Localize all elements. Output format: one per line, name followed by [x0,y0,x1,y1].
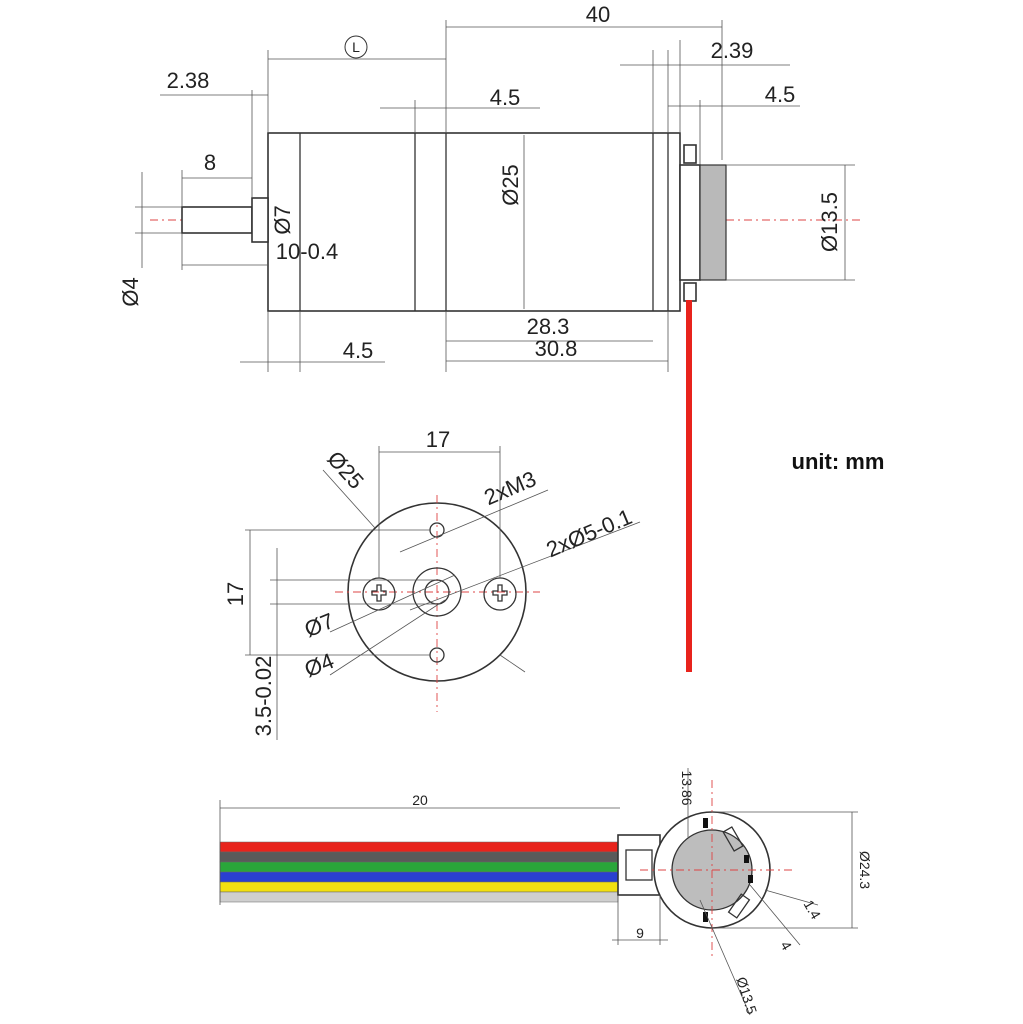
dim-40: 40 [586,2,610,27]
dim-2-39: 2.39 [711,38,754,63]
dim-17-top: 17 [426,427,450,452]
encoder-housing [679,164,701,281]
dim-phi25: Ø25 [322,446,368,494]
dim-20: 20 [412,792,428,808]
shaft-boss [251,197,269,243]
dim-13-86: 13.86 [679,770,695,805]
dim-phi25: Ø25 [498,164,523,206]
dim-17-left: 17 [223,582,248,606]
dim-phi24-3: Ø24.3 [857,851,873,889]
dim-phi7: Ø7 [270,205,295,234]
wire-4 [219,871,619,883]
dim-28-3: 28.3 [527,314,570,339]
output-shaft [181,206,253,234]
wire-3 [219,861,619,873]
sensor-pad [703,912,708,922]
dim-4-5-right: 4.5 [765,82,796,107]
wire-5 [219,881,619,893]
dim-4-5-top: 4.5 [490,85,521,110]
dim-4-5-bottom: 4.5 [343,338,374,363]
unit-label: unit: mm [792,449,885,474]
dim-2xM3: 2xM3 [480,466,539,510]
dim-8: 8 [204,150,216,175]
wire-connector [617,834,661,896]
sensor-pad [744,855,749,863]
gearbox-body [267,132,681,312]
sensor-pad [748,875,753,883]
dim-3-5: 3.5-0.02 [251,656,276,737]
encoder-disc [699,164,727,281]
wire-1 [219,841,619,853]
sensor-chip [727,893,751,919]
dim-2xphi5: 2xØ5-0.1 [543,504,636,562]
dim-30-8: 30.8 [535,336,578,361]
dim-phi4: Ø4 [118,277,143,306]
side-view: 40 L 2.39 2.38 4.5 4.5 8 Ø7 10-0.4 [118,2,860,672]
dim-10-04: 10-0.4 [276,239,338,264]
L-circle-symbol [344,35,368,59]
front-view: 17 Ø25 2xM3 2xØ5-0.1 17 3.5-0.02 Ø7 Ø4 [223,427,641,740]
dim-L: L [352,39,360,55]
wire-bundle [219,841,619,903]
wire-2 [219,851,619,863]
dim-phi7: Ø7 [301,608,338,642]
dim-9: 9 [636,925,644,941]
shaft-boss-circle [412,567,462,617]
sensor-pad [703,818,708,828]
dim-2-38: 2.38 [167,68,210,93]
sensor-chip [722,826,744,852]
dim-phi4: Ø4 [301,648,338,682]
rear-view: 20 9 13.86 Ø24.3 1.4 4 Ø13.5 [219,768,873,1016]
dim-phi13-5: Ø13.5 [733,975,760,1016]
dim-phi13-5: Ø13.5 [817,192,842,252]
dim-4: 4 [777,938,795,953]
wire-6 [219,891,619,903]
